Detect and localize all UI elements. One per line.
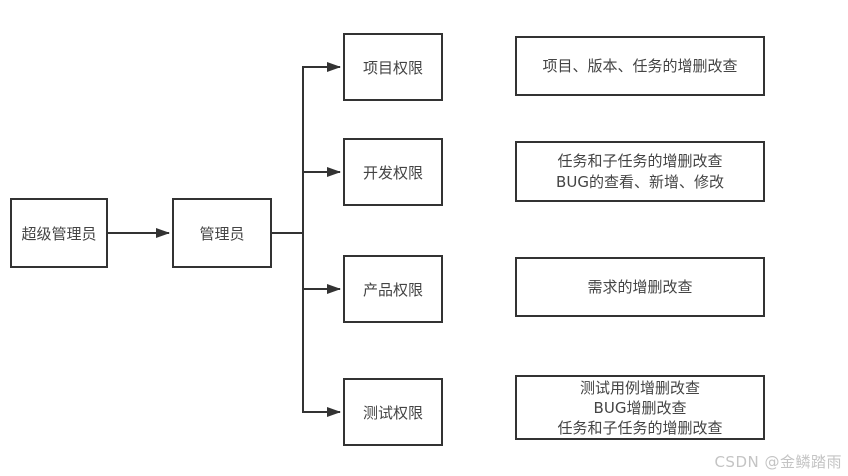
node-test-permission-label: 测试权限 [362,403,423,422]
node-super-admin-label: 超级管理员 [21,224,97,243]
node-test-permission[interactable]: 测试权限 [343,378,443,446]
desc-dev-permission: 任务和子任务的增删改查 BUG的查看、新增、修改 [515,141,765,202]
desc-line: 测试用例增删改查 [579,378,700,397]
node-dev-permission-label: 开发权限 [362,163,423,182]
desc-line: BUG增删改查 [593,398,687,417]
node-project-permission-label: 项目权限 [362,58,423,77]
node-dev-permission[interactable]: 开发权限 [343,138,443,206]
node-product-permission[interactable]: 产品权限 [343,255,443,323]
desc-test-permission: 测试用例增删改查 BUG增删改查 任务和子任务的增删改查 [515,375,765,440]
node-admin[interactable]: 管理员 [172,198,272,268]
desc-line: 项目、版本、任务的增删改查 [542,56,738,75]
desc-line: 需求的增删改查 [587,277,693,296]
node-super-admin[interactable]: 超级管理员 [10,198,108,268]
node-admin-label: 管理员 [199,224,245,243]
desc-project-permission: 项目、版本、任务的增删改查 [515,36,765,96]
desc-line: BUG的查看、新增、修改 [556,172,724,191]
desc-line: 任务和子任务的增删改查 [557,418,723,437]
desc-line: 任务和子任务的增删改查 [557,151,723,170]
desc-product-permission: 需求的增删改查 [515,257,765,317]
node-project-permission[interactable]: 项目权限 [343,33,443,101]
node-product-permission-label: 产品权限 [362,280,423,299]
csdn-watermark: CSDN @金鳞踏雨 [714,453,842,471]
